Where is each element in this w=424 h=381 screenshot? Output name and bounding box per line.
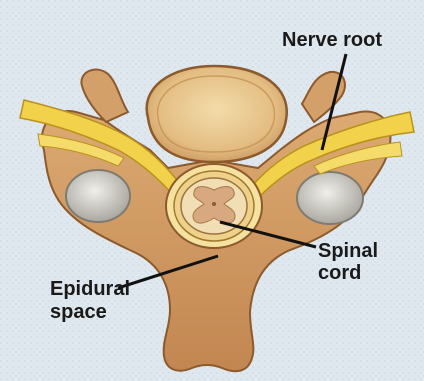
left-facet-joint: [66, 170, 130, 222]
spinal-cord-label-line1: Spinal: [318, 240, 378, 262]
spinal-cord-label-line2: cord: [318, 262, 361, 284]
right-facet-joint: [297, 172, 363, 224]
central-canal: [212, 202, 216, 206]
vertebral-body: [147, 66, 287, 162]
epidural-label-line2: space: [50, 301, 107, 323]
epidural-label-line1: Epidural: [50, 278, 130, 300]
nerve-root-label: Nerve root: [282, 29, 382, 51]
